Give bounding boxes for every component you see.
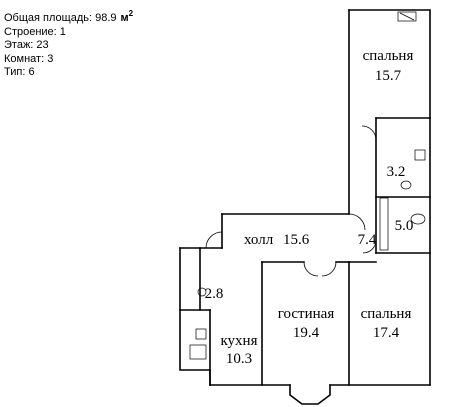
bedroom-bottom-area: 17.4 (373, 325, 400, 341)
door-bedroom-bottom (362, 239, 377, 254)
toilet-icon (400, 180, 412, 190)
balcony-area: 2.8 (205, 286, 224, 302)
door-corridor (348, 213, 366, 231)
kitchen-sink-icon (189, 344, 207, 360)
kitchen-area: 10.3 (226, 351, 252, 367)
stove-icon (195, 328, 207, 340)
wall-balcony-outer (179, 247, 211, 386)
living-area: 19.4 (293, 325, 320, 341)
floor-number: Этаж: 23 (4, 39, 49, 51)
area-unit: м (120, 12, 129, 24)
door-living (303, 261, 337, 277)
building-number: Строение: 1 (4, 25, 66, 38)
door-bedroom-top (361, 125, 377, 141)
bedroom-bottom-name: спальня (361, 306, 412, 322)
sink-small-icon (414, 149, 426, 161)
kitchen-name: кухня (220, 333, 257, 349)
door-hall (205, 231, 223, 249)
door-swings (205, 125, 377, 277)
bath-large-area: 5.0 (395, 218, 414, 234)
bath-small-area: 3.2 (387, 164, 406, 180)
balcony-top-icon (397, 11, 417, 22)
bedroom-top-name: спальня (363, 48, 414, 64)
rooms-count: Комнат: 3 (4, 52, 54, 65)
balcony-fixture-icon (197, 287, 207, 297)
bathtub-icon (379, 197, 389, 251)
wall-right-wing-outer (348, 9, 431, 386)
living-name: гостиная (278, 306, 335, 322)
bedroom-top-area: 15.7 (375, 68, 402, 84)
hall-name: холл (244, 232, 274, 248)
balcony-top-icon-line (399, 12, 415, 21)
hall-area: 15.6 (283, 232, 310, 248)
fixtures (189, 11, 426, 360)
area-unit-power: 2 (128, 9, 134, 18)
sink-icon (410, 213, 426, 225)
bay-window (289, 384, 331, 405)
apartment-type: Тип: 6 (4, 66, 35, 78)
walls (179, 9, 431, 405)
corridor-area: 7.4 (358, 232, 377, 248)
